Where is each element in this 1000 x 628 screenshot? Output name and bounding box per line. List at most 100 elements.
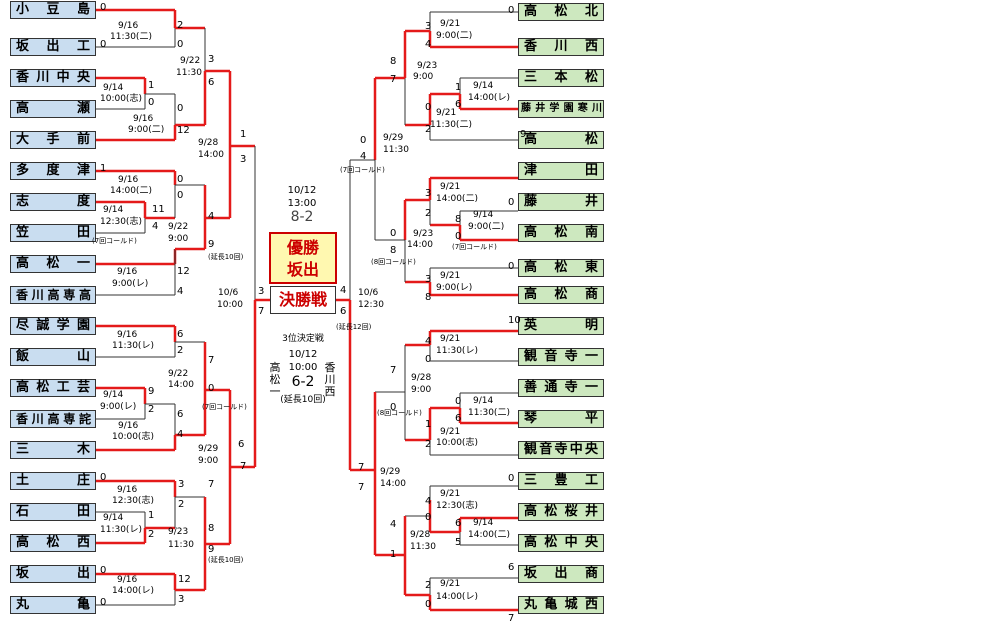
score: 4: [425, 336, 432, 347]
label-l2: 11:30(二): [110, 32, 152, 42]
label-r21: 9/28: [411, 373, 432, 383]
label-l18: 9:00(レ): [112, 279, 149, 289]
score: 0: [177, 39, 184, 50]
label-n8: (8回コールド): [377, 409, 422, 417]
label-l13: 9/14: [103, 205, 124, 215]
score: 2: [148, 529, 155, 540]
score: 7: [240, 461, 247, 472]
label-l36: 14:00(レ): [112, 586, 154, 596]
team-right-12: 善通寺一: [518, 379, 604, 397]
score: 0: [455, 231, 462, 242]
label-r9: 9/29: [383, 133, 404, 143]
team-right-3: 藤井学園寒川: [518, 100, 604, 118]
label-l20: 11:30(レ): [112, 341, 154, 351]
label-r25: 9/21: [440, 427, 461, 437]
label-l4: 10:00(志): [100, 94, 142, 104]
score: 0: [508, 5, 515, 16]
team-right-10: 英明: [518, 317, 604, 335]
final-label: 決勝戦: [270, 286, 336, 314]
label-r18: 9:00(レ): [436, 283, 473, 293]
score: 6: [208, 77, 215, 88]
third-note: (延長10回): [280, 395, 326, 405]
score: 3: [240, 154, 247, 165]
score: 4: [177, 286, 184, 297]
team-left-1: 坂出工: [10, 38, 96, 56]
third-left-team: 高松一: [269, 361, 281, 398]
label-r7: 9/21: [436, 108, 457, 118]
label-l8: 11:30: [176, 68, 202, 78]
score: 3: [208, 54, 215, 65]
label-r30: 12:30(志): [436, 501, 478, 511]
label-r32: 14:00(二): [468, 530, 510, 540]
score: 4: [425, 496, 432, 507]
label-r27: 9/29: [380, 467, 401, 477]
score: 8: [208, 523, 215, 534]
label-l28: 9:00: [198, 456, 219, 466]
score: 7: [358, 482, 365, 493]
score: 8: [390, 56, 397, 67]
label-l16: 9:00: [168, 234, 189, 244]
score: 2: [425, 439, 432, 450]
label-r17: 9/21: [440, 271, 461, 281]
label-n4: (延長10回): [208, 556, 244, 564]
label-n1: (7回コールド): [92, 237, 137, 245]
score: 6: [508, 562, 515, 573]
team-left-12: 高松工芸: [10, 379, 96, 397]
label-l30: 12:30(志): [112, 496, 154, 506]
score: 1: [148, 80, 155, 91]
score: 0: [425, 354, 432, 365]
label-n7: (7回コールド): [452, 243, 497, 251]
score: 0: [177, 103, 184, 114]
label-r29: 9/21: [440, 489, 461, 499]
score: 1: [100, 163, 107, 174]
score: 0: [508, 261, 515, 272]
label-r2: 9:00(二): [436, 31, 473, 41]
score: 2: [425, 124, 432, 135]
team-left-4: 大手前: [10, 131, 96, 149]
score: 8: [455, 214, 462, 225]
score: 4: [177, 429, 184, 440]
label-r3: 9/23: [417, 61, 438, 71]
label-l35: 9/16: [117, 575, 138, 585]
score: 7: [208, 479, 215, 490]
label-l26: 14:00: [168, 380, 194, 390]
score: 0: [100, 2, 107, 13]
label-r8: 11:30(二): [430, 120, 472, 130]
team-left-10: 尽誠学園: [10, 317, 96, 335]
label-r22: 9:00: [411, 385, 432, 395]
score: 12: [178, 574, 191, 585]
score: 2: [148, 404, 155, 415]
label-l9: 9/28: [198, 138, 219, 148]
score: 1: [390, 549, 397, 560]
score: 9: [520, 129, 527, 140]
score: 3: [178, 594, 185, 605]
label-l5: 9/16: [133, 114, 154, 124]
team-right-7: 高松南: [518, 224, 604, 242]
team-right-8: 高松東: [518, 259, 604, 277]
label-r14: 9:00(二): [468, 222, 505, 232]
label-l3: 9/14: [103, 83, 124, 93]
third-place-label: 3位決定戦: [282, 334, 324, 344]
score: 4: [340, 285, 347, 296]
label-r36: 14:00(レ): [436, 592, 478, 602]
score: 0: [100, 472, 107, 483]
label-l21: 9/14: [103, 390, 124, 400]
team-right-14: 観音寺中央: [518, 441, 604, 459]
score: 4: [208, 211, 215, 222]
label-r33: 9/28: [410, 530, 431, 540]
team-left-7: 笠田: [10, 224, 96, 242]
score: 2: [425, 208, 432, 219]
team-left-17: 高松西: [10, 534, 96, 552]
label-n3: (7回コールド): [202, 403, 247, 411]
team-left-0: 小豆島: [10, 1, 96, 19]
label-r31: 9/14: [473, 518, 494, 528]
label-l17: 9/16: [117, 267, 138, 277]
team-left-8: 高松一: [10, 255, 96, 273]
score: 3: [425, 274, 432, 285]
team-right-6: 藤井: [518, 193, 604, 211]
score: 12: [177, 125, 190, 136]
score: 10: [508, 315, 521, 326]
score: 4: [360, 151, 367, 162]
score: 6: [238, 439, 245, 450]
